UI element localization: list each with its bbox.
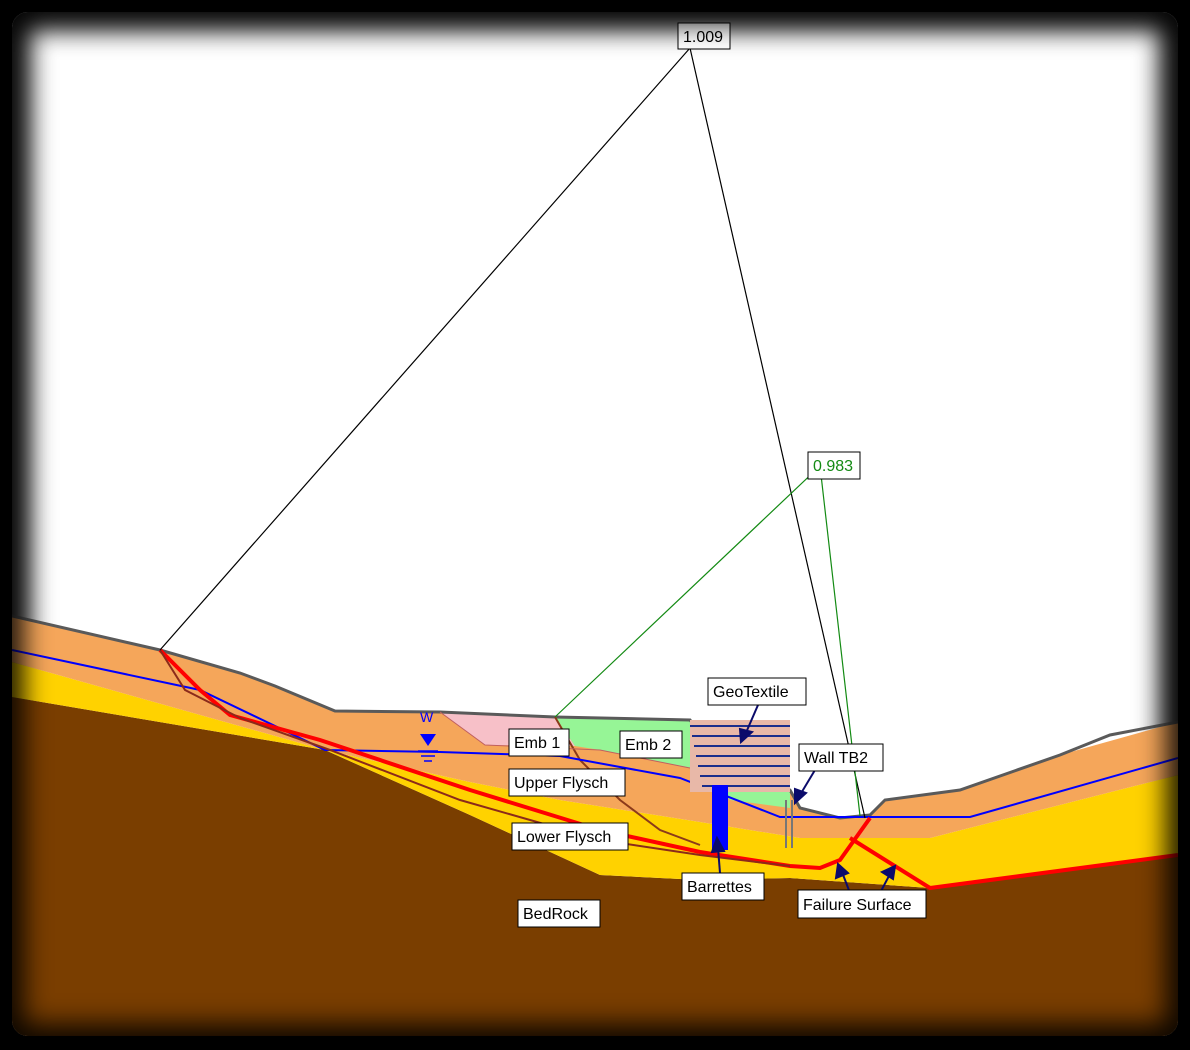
diagram-canvas: W 1.009 <box>12 12 1178 1036</box>
label-factor-secondary: 0.983 <box>807 451 861 480</box>
label-bedrock: BedRock <box>517 899 601 928</box>
factor-primary-text: 1.009 <box>683 29 723 46</box>
label-factor-primary: 1.009 <box>677 22 731 50</box>
label-wall-tb2: Wall TB2 <box>798 743 884 772</box>
slope-stability-diagram: W 1.009 <box>12 22 1178 1036</box>
failure-surface-brown <box>159 649 791 867</box>
upper-flysch-text: Upper Flysch <box>514 775 608 792</box>
emb1-text: Emb 1 <box>514 735 560 752</box>
label-barrettes: Barrettes <box>681 872 765 901</box>
barrettes-text: Barrettes <box>687 879 752 896</box>
water-symbol-label: W <box>420 709 434 725</box>
lower-flysch-text: Lower Flysch <box>517 829 611 846</box>
label-geotextile: GeoTextile <box>707 677 807 706</box>
factor-secondary-text: 0.983 <box>813 458 853 475</box>
barrettes <box>712 785 728 850</box>
emb2-text: Emb 2 <box>625 737 671 754</box>
emb-boundary-line <box>554 716 701 846</box>
bedrock-text: BedRock <box>523 906 589 923</box>
bedrock-layer <box>12 697 1178 1036</box>
geotextile-text: GeoTextile <box>713 684 789 701</box>
label-lower-flysch: Lower Flysch <box>511 822 629 851</box>
label-emb2: Emb 2 <box>619 730 683 759</box>
label-emb1: Emb 1 <box>508 728 570 757</box>
failure-surface-text: Failure Surface <box>803 897 912 914</box>
label-upper-flysch: Upper Flysch <box>508 768 626 797</box>
failure-surface-red-right <box>848 836 1178 891</box>
water-table-icon: W <box>418 709 438 762</box>
wall-tb2 <box>785 800 793 848</box>
wall-text: Wall TB2 <box>804 750 868 767</box>
label-failure-surface: Failure Surface <box>797 889 927 919</box>
